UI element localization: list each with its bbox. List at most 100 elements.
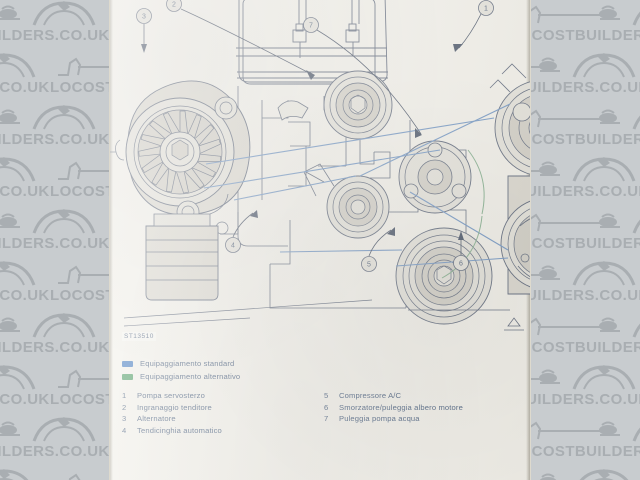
locost-arch-icon [32,417,96,442]
figure-caption: Equipaggiamento standard Equipaggiamento… [118,358,522,437]
corner-mark-icon [504,317,524,331]
legend-item-alternative: Equipaggiamento alternativo [118,371,522,382]
watermark-text: LOCOSTBUILDERS.CO.UK [510,235,640,252]
locost-arch-icon [572,261,636,286]
locost-arch-icon [572,157,636,182]
watermark-tile: LOCOSTBUILDERS.CO.UK [0,250,50,306]
list-item: 3 Alternatore [118,414,320,426]
locost-arch-icon [632,219,640,234]
watermark-tile: LOCOSTBUILDERS.CO.UK [0,302,110,358]
diagram-svg: 3 2 7 1 [110,0,530,331]
callout-2-label: 2 [172,2,176,9]
callout-5: 5 [361,227,395,272]
locost-car-icon [518,5,620,24]
callout-1: 1 [453,0,494,52]
item-label: Smorzatore/puleggia albero motore [339,402,463,412]
watermark-text: LOCOSTBUILDERS.CO.UK [0,391,50,408]
legend-item-standard: Equipaggiamento standard [118,358,522,369]
item-label: Pompa servosterzo [137,391,205,400]
locost-car-icon [518,421,620,440]
component-key-list: 1 Pompa servosterzo 2 Ingranaggio tendit… [118,391,522,437]
callout-5-label: 5 [367,262,371,269]
watermark-text: LOCOSTBUILDERS.CO.UK [0,443,110,460]
callout-4: 4 [225,210,258,253]
component-key-column-right: 5 Compressore A/C 6 Smorzatore/puleggia … [320,391,522,437]
list-item: 6 Smorzatore/puleggia albero motore [320,403,522,415]
legend-swatch-alternative [122,373,133,380]
item-number: 4 [122,425,127,435]
section-ground-lines [123,299,510,327]
watermark-text: LOCOSTBUILDERS.CO.UK [510,131,640,148]
callout-4-label: 4 [231,243,235,250]
list-item: 5 Compressore A/C [320,391,522,403]
watermark-text: LOCOSTBUILDERS.CO.UK [0,235,110,252]
watermark-text: LOCOSTBUILDERS.CO.UK [0,27,110,44]
locost-arch-icon [632,323,640,338]
list-item: 4 Tendicinghia automatico [118,426,320,438]
item-label: Tendicinghia automatico [137,425,222,435]
watermark-text: LOCOSTBUILDERS.CO.UK [0,339,110,356]
list-item: 7 Puleggia pompa acqua [320,414,522,426]
locost-arch-icon [579,469,629,480]
watermark-text: LOCOSTBUILDERS.CO.UK [0,183,50,200]
watermark-tile: LOCOSTBUILDERS.CO.UK [0,354,50,410]
figure-code: ST13510 [122,332,156,341]
item-label: Alternatore [137,414,176,423]
water-pump-pulley [398,140,472,214]
watermark-text: LOCOSTBUILDERS.CO.UK [0,131,110,148]
watermark-text: LOCOSTBUILDERS.CO.UK [0,287,50,304]
locost-car-icon [0,317,20,332]
locost-car-icon [0,213,20,228]
watermark-text: LOCOSTBUILDERS.CO.UK [510,443,640,460]
watermark-text: LOCOSTBUILDERS.CO.UK [0,79,50,96]
item-number: 2 [122,402,127,412]
watermark-tile: LOCOSTBUILDERS.CO.UK [0,406,110,462]
callout-2: 2 [166,0,315,80]
watermark-tile: LOCOSTBUILDERS.CO.UK [0,94,110,150]
locost-arch-icon [32,1,96,26]
locost-car-icon [0,109,20,124]
watermark-tile: LOCOSTBUILDERS.CO.UK [0,42,50,98]
legend-label-alternative: Equipaggiamento alternativo [140,372,241,381]
oil-filter-canister [145,193,239,301]
legend-label-standard: Equipaggiamento standard [140,359,235,368]
item-label: Puleggia pompa acqua [339,414,420,423]
tensioner-pulley [323,70,393,140]
callout-7: 7 [303,17,422,138]
watermark-text: LOCOSTBUILDERS.CO.UK [510,339,640,356]
locost-arch-icon [32,209,96,234]
locost-arch-icon [632,115,640,130]
crankshaft-damper-pulley [395,227,493,325]
component-key-column-left: 1 Pompa servosterzo 2 Ingranaggio tendit… [118,391,320,437]
item-label: Compressore A/C [339,391,402,400]
automatic-belt-tensioner [303,163,390,239]
locost-car-icon [518,317,620,336]
belt-path-alternative [441,149,485,279]
power-steering-pump-pulley [500,175,530,295]
ac-compressor-pulley [489,63,530,175]
callout-3-label: 3 [142,14,146,21]
scanned-manual-page: 3 2 7 1 [110,0,530,480]
locost-arch-icon [632,427,640,442]
watermark-tile: LOCOSTBUILDERS.CO.UK [0,146,50,202]
watermark-tile: LOCOSTBUILDERS.CO.UK [0,0,110,46]
callout-1-label: 1 [484,6,488,13]
item-number: 3 [122,414,127,423]
callout-6-label: 6 [459,261,463,268]
locost-arch-icon [632,11,640,26]
callout-6: 6 [453,231,469,271]
item-number: 6 [324,402,329,412]
watermark-text: LOCOSTBUILDERS.CO.UK [510,27,640,44]
locost-arch-icon [572,53,636,78]
callout-7-label: 7 [309,23,313,30]
locost-arch-icon [32,105,96,130]
list-item: 2 Ingranaggio tenditore [118,403,320,415]
item-number: 5 [324,391,329,400]
accessory-drive-belt-diagram: 3 2 7 1 [110,0,530,360]
locost-car-icon [518,213,620,232]
locost-arch-icon [0,365,36,390]
item-label: Ingranaggio tenditore [137,402,212,412]
locost-arch-icon [0,261,36,286]
locost-arch-icon [0,469,29,480]
locost-arch-icon [32,313,96,338]
